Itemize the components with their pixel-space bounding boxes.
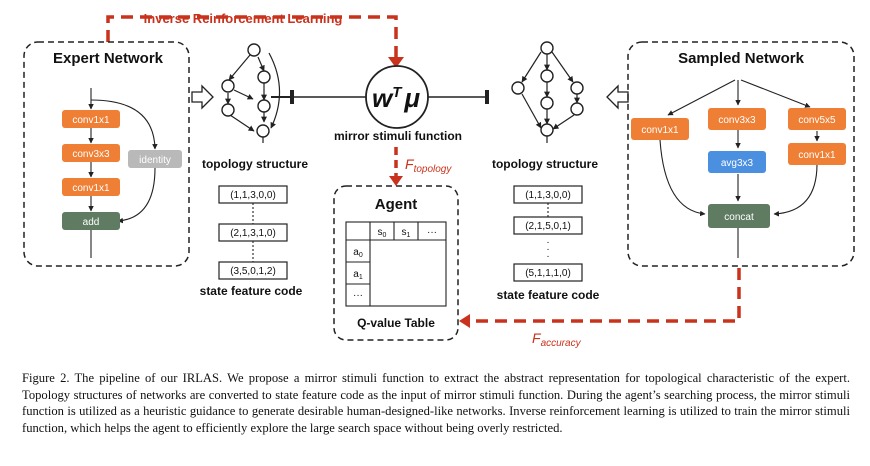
sampled-node-conv1x1-left: conv1x1 bbox=[641, 125, 679, 136]
sampled-network-box bbox=[627, 41, 855, 267]
q-value-table-label: Q-value Table bbox=[357, 316, 435, 330]
hollow-arrow-left bbox=[191, 84, 214, 110]
agent-title: Agent bbox=[375, 196, 418, 213]
mirror-label: mirror stimuli function bbox=[334, 129, 462, 143]
f-accuracy-path bbox=[459, 268, 741, 328]
expert-node-identity: identity bbox=[139, 155, 171, 166]
left-topology-label: topology structure bbox=[202, 157, 308, 171]
row-a1: a1 bbox=[353, 269, 363, 281]
right-topology-nodes bbox=[511, 41, 584, 137]
agent-box bbox=[333, 185, 459, 341]
expert-graph bbox=[88, 88, 158, 258]
sampled-graph bbox=[659, 79, 820, 258]
col-ellipsis: ··· bbox=[427, 227, 437, 238]
expert-network-box bbox=[23, 41, 190, 267]
row-a0: a0 bbox=[353, 247, 363, 259]
sampled-node-conv3x3: conv3x3 bbox=[718, 115, 756, 126]
figure-caption: Figure 2. The pipeline of our IRLAS. We … bbox=[22, 371, 850, 435]
right-topology-label: topology structure bbox=[492, 157, 598, 171]
sampled-node-conv1x1-right: conv1x1 bbox=[798, 150, 836, 161]
q-value-table bbox=[345, 221, 447, 307]
left-code-3: (3,5,0,1,2) bbox=[230, 266, 276, 277]
expert-node-add: add bbox=[83, 217, 100, 228]
col-s1: s1 bbox=[402, 227, 411, 239]
right-code-3: (5,1,1,1,0) bbox=[525, 268, 571, 279]
hollow-arrow-right bbox=[606, 84, 629, 110]
sampled-node-concat: concat bbox=[724, 212, 754, 223]
expert-node-conv1x1-bottom: conv1x1 bbox=[72, 183, 110, 194]
f-accuracy-label: Faccuracy bbox=[532, 330, 582, 349]
left-topology-graph bbox=[225, 52, 294, 143]
left-topology-nodes bbox=[221, 43, 271, 138]
left-state-label: state feature code bbox=[200, 284, 303, 298]
col-s0: s0 bbox=[378, 227, 387, 239]
left-code-2: (2,1,3,1,0) bbox=[230, 228, 276, 239]
sampled-network-title: Sampled Network bbox=[678, 50, 805, 67]
irl-label: Inverse Reinforcement Learning bbox=[144, 11, 343, 26]
right-code-1: (1,1,3,0,0) bbox=[525, 190, 571, 201]
f-topology-arrow bbox=[389, 147, 403, 186]
expert-node-conv1x1-top: conv1x1 bbox=[72, 115, 110, 126]
sampled-node-conv5x5: conv5x5 bbox=[798, 115, 836, 126]
left-code-1: (1,1,3,0,0) bbox=[230, 190, 276, 201]
f-topology-label: Ftopology bbox=[405, 156, 452, 175]
expert-network-title: Expert Network bbox=[53, 50, 164, 67]
irl-path bbox=[106, 15, 404, 68]
right-state-label: state feature code bbox=[497, 288, 600, 302]
pipeline-figure: Inverse Reinforcement Learning Expert Ne… bbox=[23, 11, 855, 349]
row-ellipsis: ··· bbox=[353, 290, 363, 301]
expert-node-conv3x3: conv3x3 bbox=[72, 149, 110, 160]
right-code-2: (2,1,5,0,1) bbox=[525, 221, 571, 232]
right-dot-3: · bbox=[546, 251, 549, 262]
right-dot-1: · bbox=[546, 237, 549, 248]
left-state-codes: (1,1,3,0,0) (2,1,3,1,0) (3,5,0,1,2) bbox=[218, 185, 288, 280]
right-topology-graph bbox=[521, 51, 580, 143]
right-dot-2: · bbox=[546, 244, 549, 255]
right-state-codes: (1,1,3,0,0) (2,1,5,0,1) · · · (5,1,1,1,0… bbox=[513, 185, 583, 282]
sampled-node-avg3x3: avg3x3 bbox=[721, 158, 754, 169]
